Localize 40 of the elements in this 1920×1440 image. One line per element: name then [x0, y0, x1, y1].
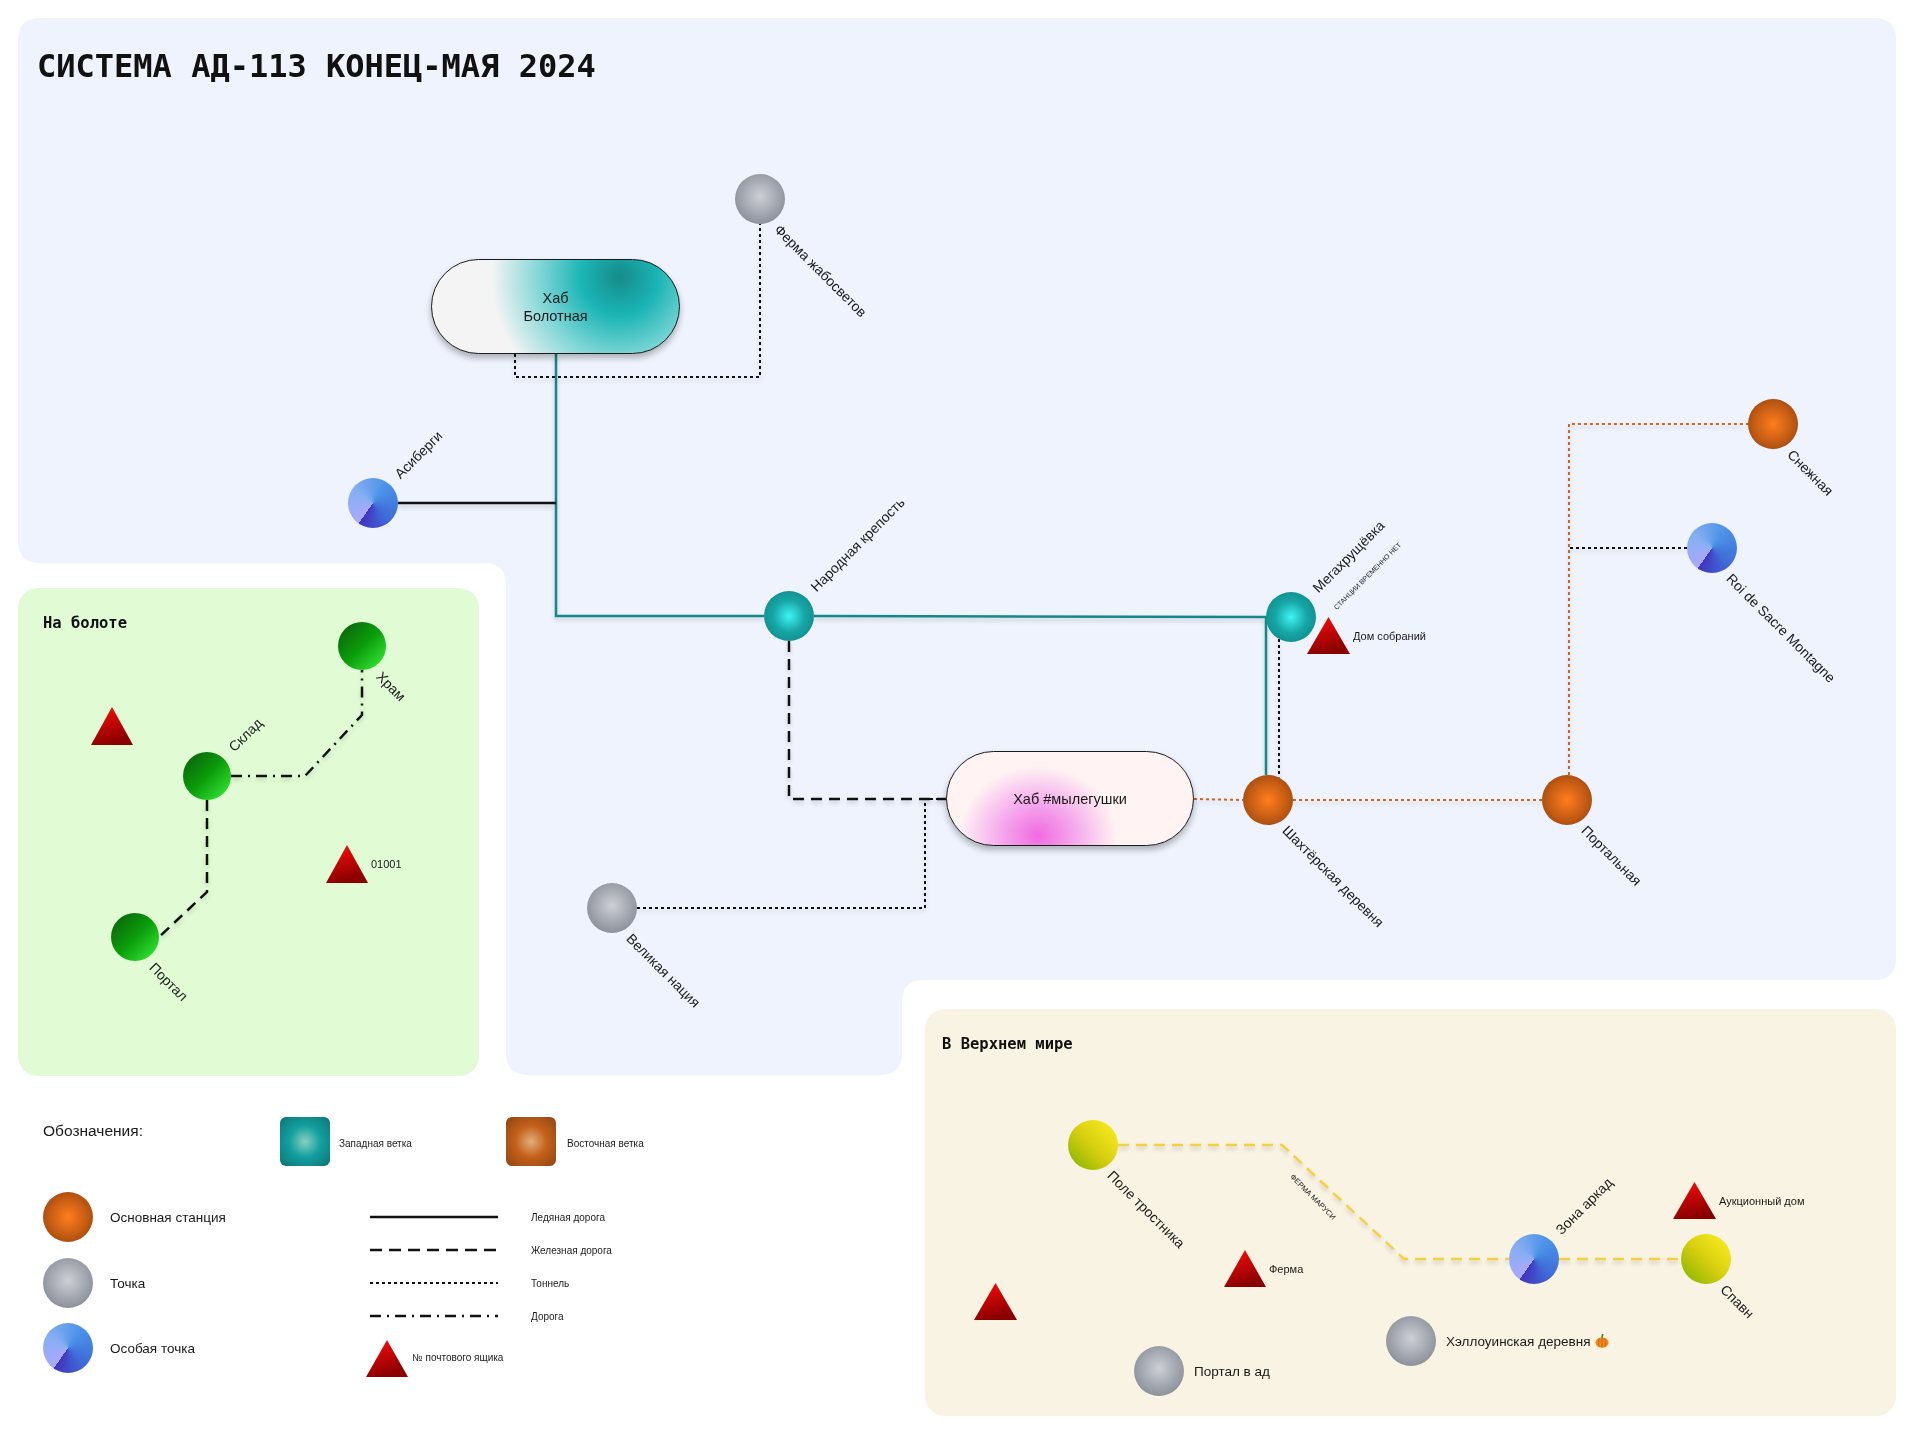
line — [1264, 617, 1268, 776]
region-heading: На болоте — [43, 613, 127, 633]
legend-label: № почтового ящика — [412, 1350, 504, 1364]
hub-label: Хаб #мылегушки — [1013, 789, 1127, 808]
legend-label: Основная станция — [110, 1208, 226, 1226]
legend-label: Железная дорога — [531, 1243, 612, 1257]
legend-label: Точка — [110, 1274, 146, 1292]
region-panel — [925, 1009, 1896, 1416]
dotted-line — [1193, 798, 1244, 801]
legend-label: Особая точка — [110, 1339, 195, 1357]
hub-capsule — [946, 751, 1194, 846]
dotted-line — [1568, 423, 1749, 777]
hub-capsule — [431, 259, 680, 354]
legend-label: Ледяная дорога — [531, 1210, 605, 1224]
dashed-line — [787, 641, 946, 801]
station-label: Портал в ад — [1194, 1362, 1270, 1380]
legend-label: Западная ветка — [339, 1136, 412, 1150]
legend-label: Тоннель — [531, 1276, 570, 1290]
dotted-line — [1568, 547, 1688, 549]
dotted-line — [1292, 799, 1543, 801]
region-heading: В Верхнем мире — [942, 1034, 1073, 1054]
line — [398, 501, 556, 505]
dashed-line — [1118, 1143, 1509, 1261]
dotted-line — [514, 223, 761, 378]
line — [814, 614, 1266, 619]
map-title: СИСТЕМА АД-113 КОНЕЦ-МАЯ 2024 — [37, 47, 596, 85]
marker-label: Ферма — [1269, 1261, 1304, 1276]
legend-heading: Обозначения: — [43, 1120, 143, 1140]
marker-label: Дом собраний — [1353, 628, 1426, 643]
marker-label: 01001 — [371, 857, 402, 871]
dashed-line — [1559, 1257, 1681, 1261]
marker-label: Аукционный дом — [1719, 1193, 1805, 1208]
station-label: Хэллоуинская деревня — [1446, 1332, 1591, 1350]
hub-label: Хаб Болотная — [522, 288, 589, 325]
region-panel — [18, 588, 479, 1076]
legend-label: Восточная ветка — [567, 1136, 644, 1150]
legend-label: Дорога — [531, 1309, 564, 1323]
dashed-line — [158, 800, 209, 938]
dash-dot-line — [231, 670, 364, 778]
line — [554, 354, 764, 618]
